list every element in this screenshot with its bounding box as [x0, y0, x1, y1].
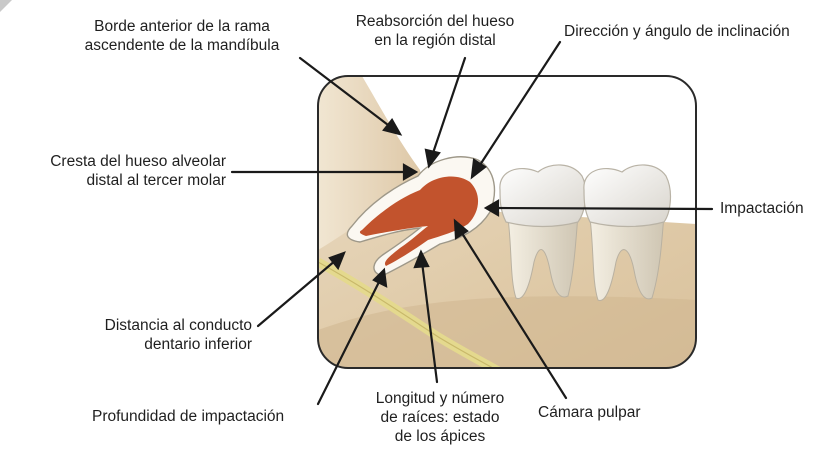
- leader-impactacion: [496, 208, 712, 209]
- label-line: de raíces: estado: [358, 408, 522, 427]
- label-profundidad: Profundidad de impactación: [92, 407, 284, 426]
- corner-tab: [0, 0, 12, 12]
- label-line: Reabsorción del hueso: [330, 12, 540, 31]
- label-line: Impactación: [720, 199, 804, 218]
- label-impactacion: Impactación: [720, 199, 804, 218]
- label-cresta: Cresta del hueso alveolar distal al terc…: [0, 152, 226, 190]
- label-line: Borde anterior de la rama: [62, 17, 302, 36]
- label-longitud: Longitud y número de raíces: estado de l…: [358, 389, 522, 446]
- label-line: de los ápices: [358, 427, 522, 446]
- label-line: dentario inferior: [60, 335, 252, 354]
- label-line: Cresta del hueso alveolar: [0, 152, 226, 171]
- label-direccion: Dirección y ángulo de inclinación: [564, 22, 790, 41]
- label-line: Profundidad de impactación: [92, 407, 284, 426]
- label-line: distal al tercer molar: [0, 171, 226, 190]
- label-line: ascendente de la mandíbula: [62, 36, 302, 55]
- label-line: Distancia al conducto: [60, 316, 252, 335]
- label-line: Dirección y ángulo de inclinación: [564, 22, 790, 41]
- label-line: Cámara pulpar: [538, 403, 641, 422]
- label-distancia: Distancia al conducto dentario inferior: [60, 316, 252, 354]
- label-borde-anterior: Borde anterior de la rama ascendente de …: [62, 17, 302, 55]
- label-camara: Cámara pulpar: [538, 403, 641, 422]
- label-line: en la región distal: [330, 31, 540, 50]
- label-line: Longitud y número: [358, 389, 522, 408]
- label-reabsorcion: Reabsorción del hueso en la región dista…: [330, 12, 540, 50]
